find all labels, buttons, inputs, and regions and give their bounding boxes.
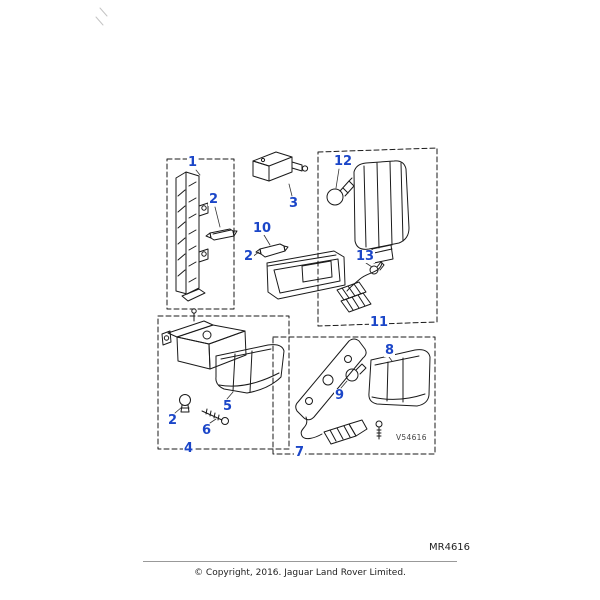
callout-13: 13 <box>355 249 376 264</box>
callout-9: 9 <box>334 388 346 403</box>
callout-10: 10 <box>252 221 273 236</box>
part-bracket-1 <box>175 171 209 302</box>
group-box-item-4 <box>157 315 290 450</box>
part-switch-3 <box>252 151 309 182</box>
part-screw-8 <box>375 420 383 440</box>
part-lens-8 <box>368 349 431 407</box>
callout-8: 8 <box>384 343 396 358</box>
callout-11: 11 <box>369 315 390 330</box>
part-bulb-2b <box>255 243 289 258</box>
part-bulb-2c <box>179 394 191 413</box>
part-lamp-10 <box>266 250 346 300</box>
figure-number: MR4616 <box>429 542 471 553</box>
callout-2-center: 2 <box>243 249 255 264</box>
callout-5: 5 <box>222 399 234 414</box>
group-box-items-1-2 <box>166 158 235 310</box>
drawing-code: V54616 <box>396 433 427 442</box>
part-bulb-9 <box>345 363 367 382</box>
part-screw-6 <box>201 408 229 425</box>
registration-marks <box>95 7 108 26</box>
group-box-item-11 <box>317 147 438 327</box>
callout-3: 3 <box>288 196 300 211</box>
part-plate-9 <box>295 338 367 421</box>
callout-2-top: 2 <box>208 192 220 207</box>
part-lamp-11 <box>353 160 410 264</box>
group-box-item-7 <box>272 336 436 455</box>
callout-4: 4 <box>183 441 195 456</box>
copyright-text: © Copyright, 2016. Jaguar Land Rover Lim… <box>194 568 406 578</box>
part-bulb-13 <box>369 261 385 275</box>
callout-7: 7 <box>294 445 306 460</box>
part-housing-4 <box>161 308 247 370</box>
wire-7 <box>300 416 323 440</box>
part-lens-5 <box>215 344 285 394</box>
part-festoon-bulb-2a <box>205 228 238 241</box>
callout-12: 12 <box>333 154 354 169</box>
callout-2-bottom: 2 <box>167 413 179 428</box>
callout-1: 1 <box>187 155 199 170</box>
part-connector-11 <box>336 281 372 313</box>
part-connector-7 <box>323 419 368 445</box>
part-bulb-12 <box>326 177 355 206</box>
callout-6: 6 <box>201 423 213 438</box>
footer-divider <box>143 561 457 562</box>
group-boxes <box>157 147 438 455</box>
